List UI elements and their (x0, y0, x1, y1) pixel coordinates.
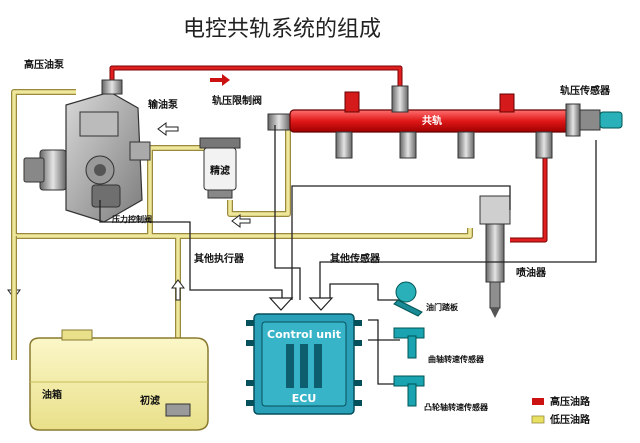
label-rail-pressure-sensor: 轨压传感器 (560, 84, 611, 97)
label-other-actuators: 其他执行器 (194, 252, 245, 265)
label-rail-pressure-limiter: 轨压限制阀 (212, 94, 262, 107)
label-accelerator-pedal: 油门踏板 (426, 302, 459, 312)
ecu-arrows (268, 297, 334, 311)
label-common-rail: 共轨 (422, 114, 442, 127)
ecu-control-unit-label: Control unit (267, 328, 341, 341)
up-arrow (171, 279, 185, 301)
cam-speed-sensor (393, 375, 425, 407)
actuator-arrow (268, 297, 294, 311)
legend-swatch-low-pressure (531, 415, 545, 424)
accelerator-pedal (393, 281, 423, 317)
control-wires (99, 125, 597, 385)
rail-outlets (335, 131, 553, 159)
label-crank-speed-sensor: 曲轴转速传感器 (428, 354, 485, 364)
ecu-label: ECU (292, 392, 317, 405)
rail-pressure-sensor (579, 109, 623, 131)
label-other-sensors: 其他传感器 (330, 252, 381, 265)
rail-pressure-limiter (267, 113, 291, 131)
legend-swatch-high-pressure (532, 398, 544, 405)
fuel-tank (11, 236, 209, 431)
crank-speed-sensor (393, 327, 425, 359)
label-injector: 喷油器 (516, 266, 547, 279)
label-fuel-tank: 油箱 (42, 388, 62, 401)
label-pressure-control-valve: 压力控制阀 (112, 214, 152, 224)
label-feed-pump: 输油泵 (148, 98, 179, 111)
sensor-arrow (308, 297, 334, 311)
ecu: Control unit ECU (246, 313, 362, 415)
common-rail (289, 85, 581, 159)
return-arrow (157, 122, 179, 136)
legend-low-pressure: 低压油路 (549, 413, 591, 426)
high-pressure-pump (23, 79, 151, 223)
return-arrow (231, 214, 251, 228)
label-cam-speed-sensor: 凸轮轴转速传感器 (424, 402, 489, 412)
legend: 高压油路 低压油路 (531, 395, 591, 426)
diagram-title: 电控共轨系统的组成 (183, 17, 381, 42)
legend-high-pressure: 高压油路 (550, 395, 591, 408)
injector (479, 195, 511, 318)
label-pre-filter: 初滤 (140, 394, 160, 407)
label-fine-filter: 精滤 (210, 164, 230, 177)
label-high-pressure-pump: 高压油泵 (24, 58, 65, 71)
high-pressure-arrow (210, 74, 230, 86)
fine-filter (199, 137, 241, 199)
